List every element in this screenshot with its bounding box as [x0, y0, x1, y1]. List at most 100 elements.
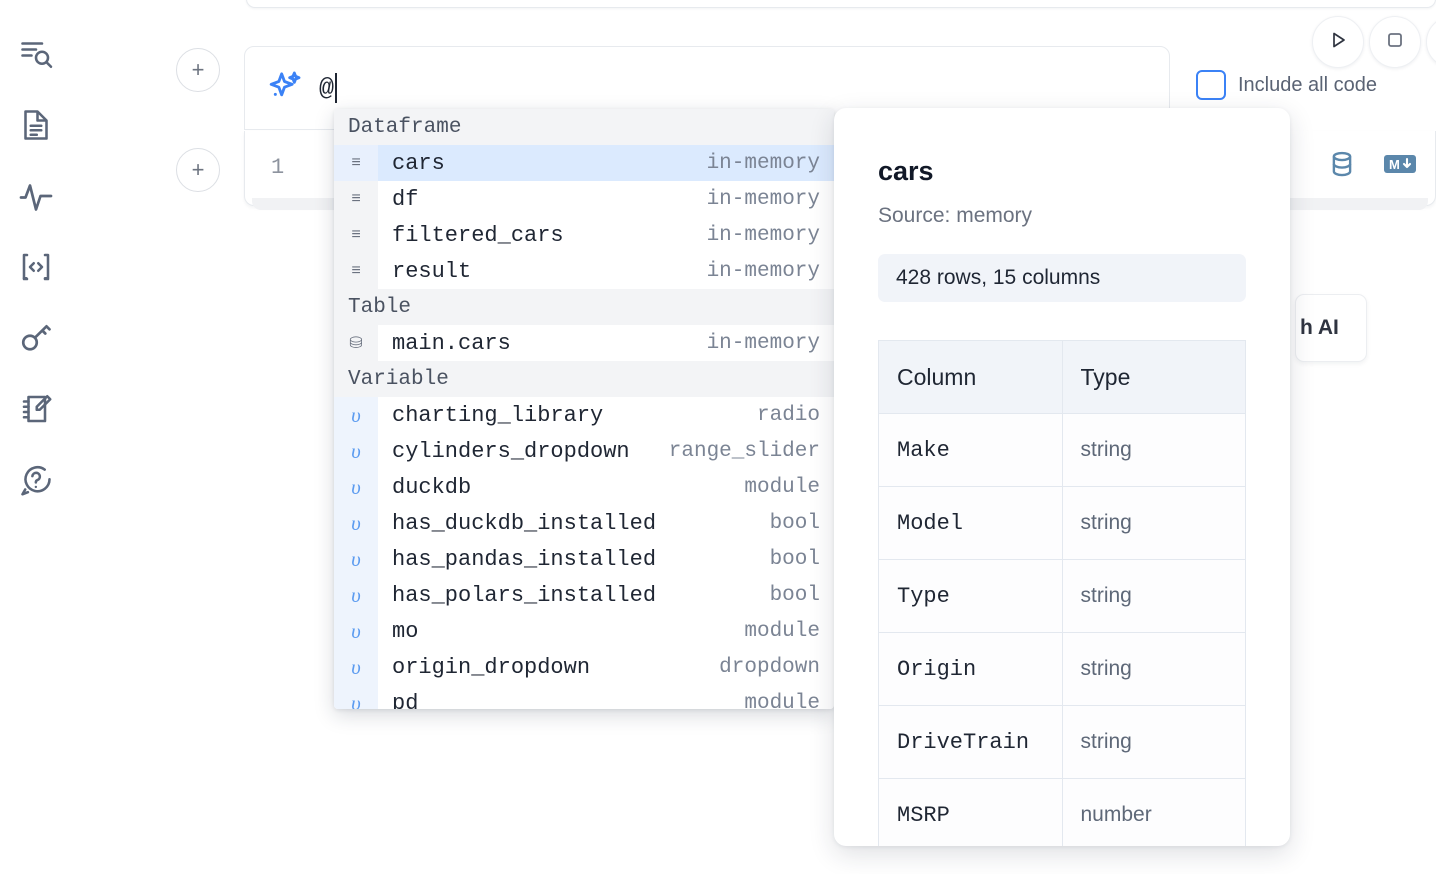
notebook-card-top-edge	[246, 0, 1436, 8]
dataset-preview-panel: cars Source: memory 428 rows, 15 columns…	[834, 108, 1290, 846]
autocomplete-item-type: dropdown	[719, 655, 820, 679]
autocomplete-item-type: in-memory	[706, 331, 820, 355]
sidebar-item-explore[interactable]	[10, 18, 62, 89]
autocomplete-item-name: has_polars_installed	[392, 582, 657, 608]
autocomplete-item-name: charting_library	[392, 402, 604, 428]
preview-title: cars	[878, 156, 934, 186]
stop-square-icon	[1383, 28, 1407, 57]
svg-text:M: M	[1389, 157, 1400, 172]
autocomplete-item[interactable]: υ charting_library radio	[334, 397, 834, 433]
autocomplete-item-type: module	[744, 475, 820, 499]
autocomplete-item-type: in-memory	[706, 187, 820, 211]
variable-icon: υ	[334, 649, 378, 685]
autocomplete-item-type: range_slider	[668, 439, 820, 463]
dataframe-icon: ≡	[334, 253, 378, 289]
autocomplete-item-name: main.cars	[392, 330, 511, 356]
database-icon[interactable]	[1327, 149, 1357, 184]
variable-icon: υ	[334, 397, 378, 433]
autocomplete-item-type: in-memory	[706, 151, 820, 175]
variable-icon: υ	[334, 469, 378, 505]
autocomplete-item-name: pd	[392, 690, 419, 710]
sidebar-item-secrets[interactable]	[10, 302, 62, 373]
include-all-code-checkbox[interactable]	[1196, 70, 1226, 100]
autocomplete-item-type: bool	[769, 547, 820, 571]
column-header-type: Type	[1061, 340, 1246, 414]
autocomplete-item-name: mo	[392, 618, 419, 644]
generate-with-ai-button[interactable]: h AI	[1295, 294, 1367, 362]
stop-button[interactable]	[1369, 16, 1421, 68]
add-cell-button-bottom[interactable]: +	[176, 148, 220, 192]
variable-icon: υ	[334, 505, 378, 541]
schema-column-name: Model	[878, 486, 1063, 560]
schema-column-type: string	[1061, 486, 1246, 560]
markdown-icon[interactable]: M	[1383, 152, 1417, 181]
autocomplete-item[interactable]: υ cylinders_dropdown range_slider	[334, 433, 834, 469]
cell-toolbar: M	[1327, 149, 1417, 184]
variable-icon: υ	[334, 577, 378, 613]
sidebar-rail	[0, 0, 72, 874]
more-actions-button[interactable]	[1426, 16, 1436, 68]
autocomplete-item-name: result	[392, 258, 472, 284]
autocomplete-item-name: duckdb	[392, 474, 472, 500]
autocomplete-group-header: Table	[334, 289, 834, 325]
ai-prompt-input[interactable]: @	[319, 73, 1169, 103]
autocomplete-item-name: cylinders_dropdown	[392, 438, 630, 464]
run-button[interactable]	[1312, 16, 1364, 68]
schema-column-type: string	[1061, 413, 1246, 487]
preview-source: Source: memory	[878, 204, 1033, 227]
schema-column-type: string	[1061, 559, 1246, 633]
add-cell-button-top[interactable]: +	[176, 48, 220, 92]
plus-icon: +	[191, 157, 205, 182]
generate-with-ai-label: h AI	[1300, 316, 1339, 339]
autocomplete-item[interactable]: ≡ cars in-memory	[334, 145, 834, 181]
autocomplete-item-name: cars	[392, 150, 445, 176]
line-number: 1	[271, 155, 285, 180]
schema-column-type: number	[1061, 778, 1246, 846]
scratchpad-edit-icon	[18, 391, 54, 427]
plus-icon: +	[191, 57, 205, 82]
ai-sparkle-icon	[265, 68, 305, 108]
include-all-code-row[interactable]: Include all code	[1196, 70, 1377, 100]
autocomplete-item-type: radio	[756, 403, 820, 427]
sidebar-item-help[interactable]	[10, 444, 62, 515]
autocomplete-item-name: has_pandas_installed	[392, 546, 657, 572]
autocomplete-item-type: in-memory	[706, 223, 820, 247]
preview-stats: 428 rows, 15 columns	[878, 254, 1246, 302]
autocomplete-item-type: module	[744, 619, 820, 643]
sidebar-item-scratchpad[interactable]	[10, 373, 62, 444]
schema-column-name: MSRP	[878, 778, 1063, 846]
include-all-code-label: Include all code	[1238, 73, 1377, 96]
sidebar-item-notebook[interactable]	[10, 89, 62, 160]
schema-column-type: string	[1061, 705, 1246, 779]
variable-icon: υ	[334, 613, 378, 649]
sidebar-item-snippets[interactable]	[10, 231, 62, 302]
help-chat-icon	[18, 462, 54, 498]
schema-column-name: DriveTrain	[878, 705, 1063, 779]
dataframe-icon: ≡	[334, 181, 378, 217]
sidebar-item-activity[interactable]	[10, 160, 62, 231]
dataframe-icon: ≡	[334, 145, 378, 181]
activity-pulse-icon	[18, 178, 54, 214]
variable-icon: υ	[334, 433, 378, 469]
text-cursor	[335, 73, 338, 103]
autocomplete-item-type: bool	[769, 511, 820, 535]
autocomplete-group-header: Dataframe	[334, 109, 834, 145]
